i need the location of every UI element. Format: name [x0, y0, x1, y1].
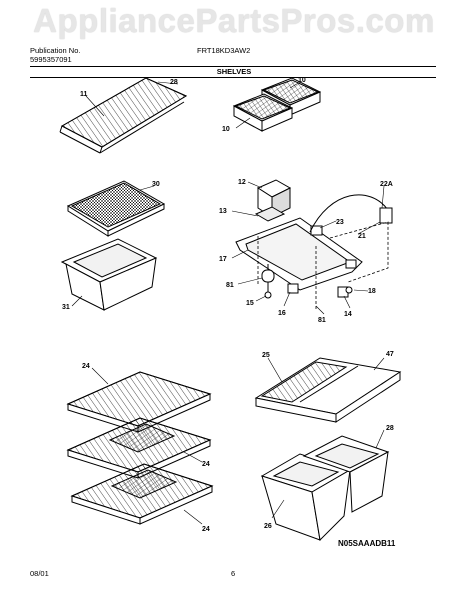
ice-maker-dashed-outline	[257, 221, 389, 310]
callout-18: 18	[368, 288, 376, 295]
crisper-cover-30	[66, 180, 166, 237]
callout-15: 15	[246, 300, 254, 307]
callout-16: 16	[278, 310, 286, 317]
header-rule-top	[30, 66, 436, 67]
callout-24-middle: 24	[202, 461, 210, 468]
publication-label: Publication No.	[30, 46, 81, 55]
callout-13: 13	[219, 208, 227, 215]
callout-31: 31	[62, 304, 70, 311]
crisper-pans-26	[260, 435, 390, 542]
callout-24-top: 24	[82, 363, 90, 370]
callout-30: 30	[152, 181, 160, 188]
callout-17: 17	[219, 256, 227, 263]
header-rule-bottom	[30, 77, 436, 78]
callout-24-bottom: 24	[202, 526, 210, 533]
callout-28-top: 28	[170, 79, 178, 86]
crisper-pan-31	[60, 238, 158, 311]
callout-25: 25	[262, 352, 270, 359]
page-number: 6	[231, 569, 236, 578]
callout-26: 26	[264, 523, 272, 530]
watermark: AppliancePartsPros.com	[33, 2, 435, 39]
callout-14: 14	[344, 311, 352, 318]
callout-81-left: 81	[226, 282, 234, 289]
callout-47: 47	[386, 351, 394, 358]
callout-28-bottom: 28	[386, 425, 394, 432]
callout-22a: 22A	[380, 181, 393, 188]
crisper-cover-25	[254, 357, 402, 423]
footer-date: 08/01	[30, 569, 49, 578]
callout-81-right: 81	[318, 317, 326, 324]
glass-shelves-24	[66, 371, 214, 525]
model-number: FRT18KD3AW2	[197, 46, 251, 55]
section-title: SHELVES	[216, 67, 252, 76]
callout-12: 12	[238, 179, 246, 186]
callout-labels: 11 28 10 10 30 31 12 13 22A 23 21 17 81 …	[62, 77, 394, 533]
ice-maker-assembly	[235, 179, 393, 299]
callout-23: 23	[336, 219, 344, 226]
callout-11: 11	[80, 91, 88, 98]
wire-shelf-11	[59, 77, 188, 154]
publication-number: 5995357091	[30, 55, 72, 64]
callout-10-right: 10	[298, 77, 306, 84]
leader-lines	[71, 81, 385, 525]
callout-21: 21	[358, 233, 366, 240]
diagram-code: N05SAAADB11	[338, 539, 396, 548]
callout-10-left: 10	[222, 126, 230, 133]
ice-trays-10	[232, 77, 322, 132]
